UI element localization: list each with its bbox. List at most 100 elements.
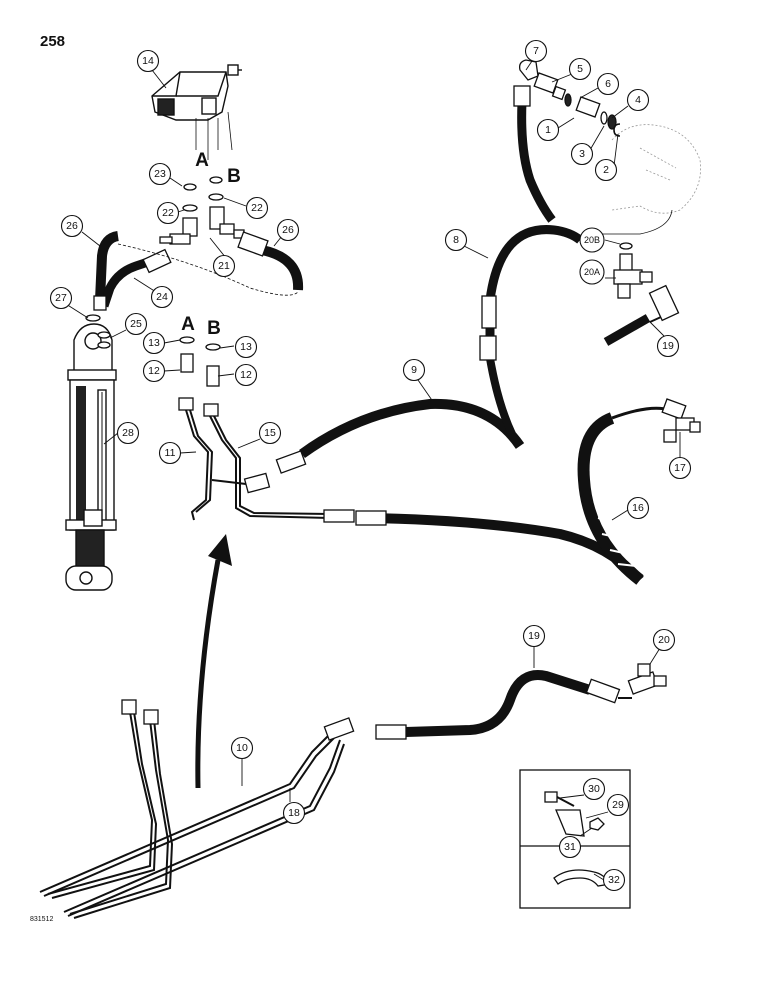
callout-8 [444,228,468,252]
callout-19-upper [656,334,680,358]
callout-11-label: 11 [165,447,176,459]
callout-24 [150,285,174,309]
tubes-10-18 [39,699,355,919]
callout-3-label: 3 [579,148,585,160]
callout-20b [579,227,605,253]
upper-fittings [159,176,245,245]
upper-right-hose [513,59,556,223]
callout-22-right [245,196,269,220]
callout-1 [536,118,560,142]
callout-16 [626,496,650,520]
callout-5-label: 5 [577,63,583,75]
callout-leaders [65,57,681,881]
callout-1-label: 1 [545,124,551,136]
hose-19-upper [603,284,680,346]
callout-21 [212,254,236,278]
adapter-stack [533,72,621,137]
port-labels: A B A B [181,150,241,339]
lower-fittings [178,336,221,417]
callout-2 [594,158,618,182]
cylinder-fittings [85,314,111,349]
callout-7 [524,39,548,63]
callout-19-lower-label: 19 [528,630,540,642]
port-b-lower: B [207,318,221,339]
callout-31-label: 31 [564,841,576,853]
callout-13-left-label: 13 [148,337,160,349]
callout-22-right-label: 22 [251,202,263,214]
callout-12-right [234,363,258,387]
tubes-11-15 [185,409,355,523]
callout-13-right-label: 13 [240,341,252,353]
callout-17 [668,456,692,480]
callout-26-right [276,218,300,242]
callout-27-label: 27 [55,292,67,304]
callout-20a-label: 20A [584,267,600,277]
callout-29-label: 29 [612,799,624,811]
callout-20b-label: 20B [584,235,600,245]
leader-20b [600,209,673,235]
tee-17 [661,398,701,443]
callout-14 [136,49,160,73]
callout-11 [158,441,182,465]
callout-25-label: 25 [130,318,142,330]
callout-25 [124,312,148,336]
callout-circles [49,39,692,892]
page-number: 258 [40,33,66,50]
port-b-upper: B [227,166,241,187]
callout-6 [596,72,620,96]
callout-5 [568,57,592,81]
callout-3 [570,142,594,166]
drawing-code: 831512 [30,916,54,923]
hose-26-left [93,231,172,311]
callout-24-label: 24 [156,291,168,303]
callout-23-label: 23 [154,168,166,180]
callout-26-left-label: 26 [66,220,78,232]
callout-22-left-label: 22 [162,207,174,219]
callout-10-label: 10 [236,742,248,754]
route-line [117,243,299,296]
direction-arrow [195,534,232,789]
callout-20 [652,628,676,652]
engine-outline [611,124,701,214]
callout-6-label: 6 [605,78,611,90]
callout-32-label: 32 [608,874,620,886]
callout-18-label: 18 [288,807,300,819]
callout-20a [579,259,605,285]
hose-9 [275,398,525,474]
callout-14-label: 14 [142,55,154,67]
callout-19-lower [522,624,546,648]
hose-26-right [237,231,304,291]
callout-9 [402,358,426,382]
callout-28-label: 28 [122,427,134,439]
callout-32 [602,868,626,892]
callout-texts: 14 7 5 6 4 1 3 2 23 22 22 26 26 21 8 20B… [55,45,686,886]
callout-17-label: 17 [674,462,686,474]
callout-13-left [142,331,166,355]
hose-8 [479,225,583,436]
valve-leader-lines [195,111,233,160]
callout-12-left-label: 12 [148,365,160,377]
callout-22-left [156,201,180,225]
callout-18 [282,801,306,825]
callout-26-left [60,214,84,238]
control-valve [151,64,242,121]
callout-4 [626,88,650,112]
callout-19-upper-label: 19 [662,340,674,352]
callout-26-right-label: 26 [282,224,294,236]
tee-20a [613,242,653,299]
callout-9-label: 9 [411,364,417,376]
callout-16-label: 16 [632,502,644,514]
callout-20-label: 20 [658,634,670,646]
callout-4-label: 4 [635,94,641,106]
callout-27 [49,286,73,310]
callout-13-right [234,335,258,359]
callout-15-label: 15 [264,427,276,439]
port-a-lower: A [181,314,195,335]
hose-19-lower [375,670,632,740]
callout-28 [116,421,140,445]
lift-cylinder [65,323,117,591]
tee-20 [627,663,667,695]
callout-30-label: 30 [588,783,600,795]
callout-12-right-label: 12 [240,369,252,381]
